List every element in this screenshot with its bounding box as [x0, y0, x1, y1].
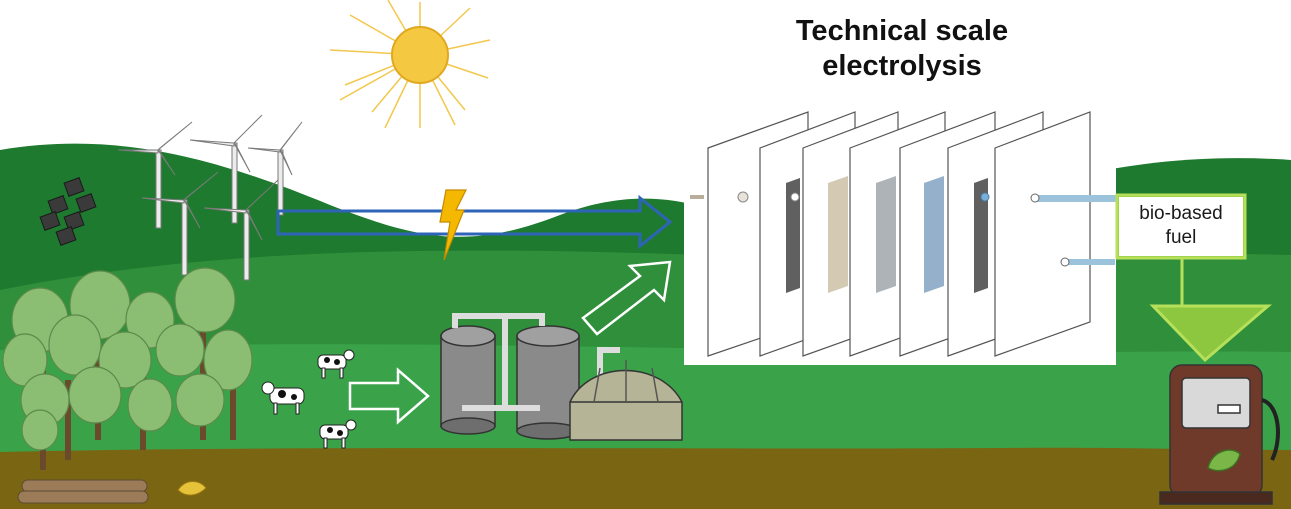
feedstock-arrow [348, 367, 430, 425]
lightning-icon [439, 189, 467, 261]
fuel-label: bio-based fuel [1119, 202, 1243, 250]
fuel-label-box [1119, 197, 1243, 256]
energy-arrow [276, 194, 673, 250]
title-line-1: Technical scale [795, 15, 1009, 47]
fuel-label-line-2: fuel [1165, 227, 1197, 248]
cow-icon [261, 349, 357, 449]
sun-icon [329, 0, 491, 129]
fuel-label-line-1: bio-based [1139, 203, 1223, 224]
wind-turbine-icon [117, 114, 303, 281]
electrolyzer-stack [684, 100, 1123, 365]
biogas-plant-icon [440, 313, 683, 441]
logs-icon [17, 479, 149, 504]
solar-panel-icon [39, 177, 97, 246]
leaf-icon [177, 481, 207, 496]
title-line-2: electrolysis [822, 50, 982, 82]
biogas-arrow [581, 260, 672, 336]
tree-icon [2, 267, 253, 470]
electrolysis-title: Technical scale electrolysis [742, 14, 1062, 84]
fuel-pump-icon [1159, 364, 1280, 505]
